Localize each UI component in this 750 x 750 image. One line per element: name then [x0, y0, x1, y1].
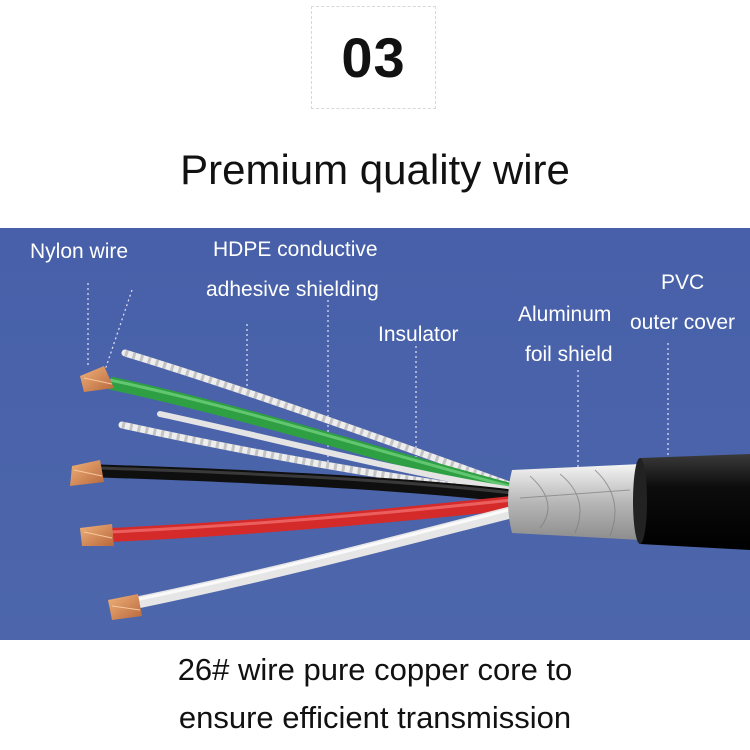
footer-line-1: 26# wire pure copper core to — [177, 652, 573, 687]
callout-hdpe-line2: adhesive shielding — [206, 278, 379, 301]
green-wire — [108, 376, 514, 497]
cable-illustration — [0, 228, 750, 640]
pvc-jacket — [640, 454, 750, 550]
black-wire — [99, 464, 513, 503]
callout-pvc-line1: PVC — [661, 271, 705, 294]
callout-nylon-wire: Nylon wire — [30, 240, 129, 263]
callout-aluminum-line2: foil shield — [525, 343, 613, 366]
callout-hdpe-line1: HDPE conductive — [213, 238, 378, 261]
aluminum-foil-section — [508, 464, 640, 540]
headline: Premium quality wire — [180, 146, 570, 193]
step-number-box: 03 — [311, 6, 436, 109]
callout-pvc-line2: outer cover — [630, 311, 736, 334]
cable-cross-section-photo: Nylon wire HDPE conductive adhesive shie… — [0, 228, 750, 640]
step-number: 03 — [341, 26, 406, 89]
callout-insulator: Insulator — [378, 323, 459, 346]
footer-line-2: ensure efficient transmission — [178, 700, 572, 735]
callout-aluminum-line1: Aluminum — [518, 303, 612, 326]
white-wire — [133, 506, 514, 609]
red-wire — [109, 496, 513, 542]
